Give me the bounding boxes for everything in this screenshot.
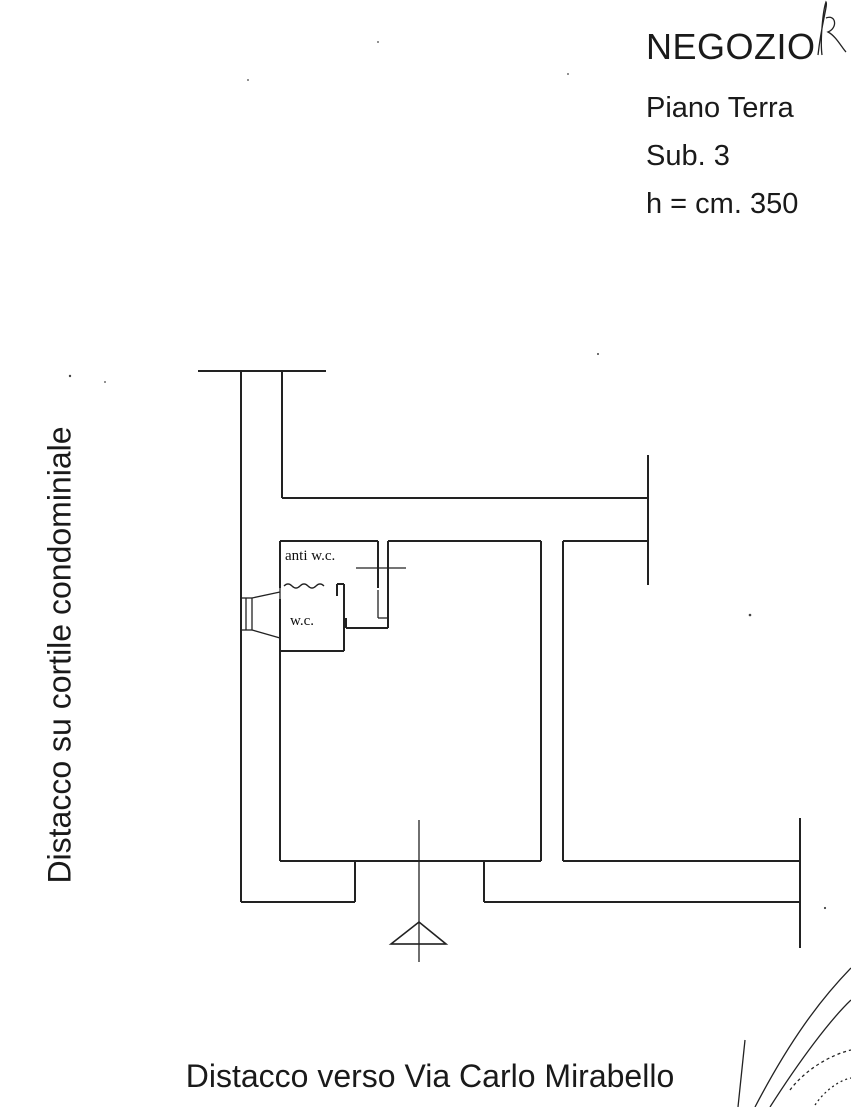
- handwritten-initials: [817, 0, 847, 56]
- floor-plan-title: NEGOZIO: [646, 26, 816, 67]
- anti-wc-label: anti w.c.: [285, 548, 335, 564]
- stamp-seal: [737, 967, 851, 1107]
- ceiling-height: h = cm. 350: [646, 188, 799, 220]
- bathroom-block: [241, 540, 406, 652]
- scan-speckles: [68, 41, 827, 910]
- bottom-distance-label: Distacco verso Via Carlo Mirabello: [185, 1058, 675, 1094]
- sub-number: Sub. 3: [646, 140, 730, 172]
- wc-label: w.c.: [290, 613, 314, 629]
- floor-level: Piano Terra: [646, 92, 794, 124]
- side-distance-label: Distacco su cortile condominiale: [41, 426, 78, 884]
